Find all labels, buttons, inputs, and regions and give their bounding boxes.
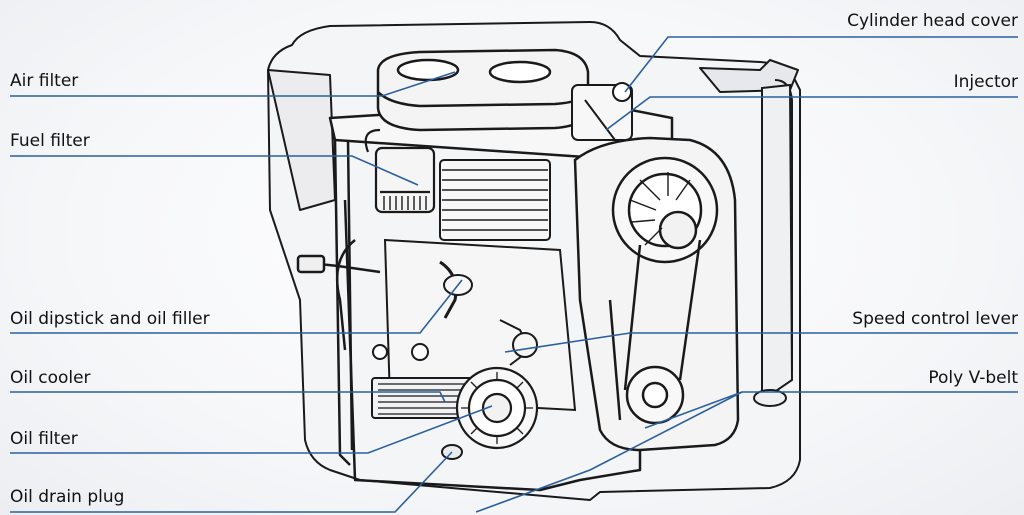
crankcase [372, 238, 577, 412]
label-oil-drain-plug: Oil drain plug [10, 487, 125, 507]
leader-cylinder-head-cover [624, 36, 1018, 93]
leader-poly-v-belt-2 [475, 391, 743, 513]
label-fuel-filter: Fuel filter [10, 131, 90, 151]
leader-lines [10, 36, 1018, 513]
label-speed-control-lever: Speed control lever [852, 309, 1018, 329]
leader-oil-filter [10, 405, 493, 454]
label-injector: Injector [953, 72, 1018, 92]
cylinder-block [439, 82, 633, 241]
label-oil-cooler: Oil cooler [10, 368, 91, 388]
leader-injector [605, 96, 1018, 131]
fan-housing [573, 136, 740, 452]
label-air-filter: Air filter [10, 71, 79, 91]
side-bracket [753, 83, 794, 407]
leader-air-filter [10, 71, 456, 97]
leader-oil-dipstick [10, 279, 463, 334]
leader-oil-drain-plug [10, 451, 453, 513]
side-hose [296, 239, 381, 351]
air-filter-shape [376, 48, 590, 132]
label-cylinder-head-cover: Cylinder head cover [847, 11, 1018, 31]
label-poly-v-belt: Poly V-belt [928, 368, 1018, 388]
label-oil-filter: Oil filter [10, 429, 78, 449]
leader-oil-cooler [10, 391, 446, 403]
oil-filter-shape [455, 366, 539, 450]
leader-fuel-filter [10, 155, 419, 186]
label-oil-dipstick: Oil dipstick and oil filler [10, 309, 210, 329]
leader-speed-control [504, 332, 1018, 353]
